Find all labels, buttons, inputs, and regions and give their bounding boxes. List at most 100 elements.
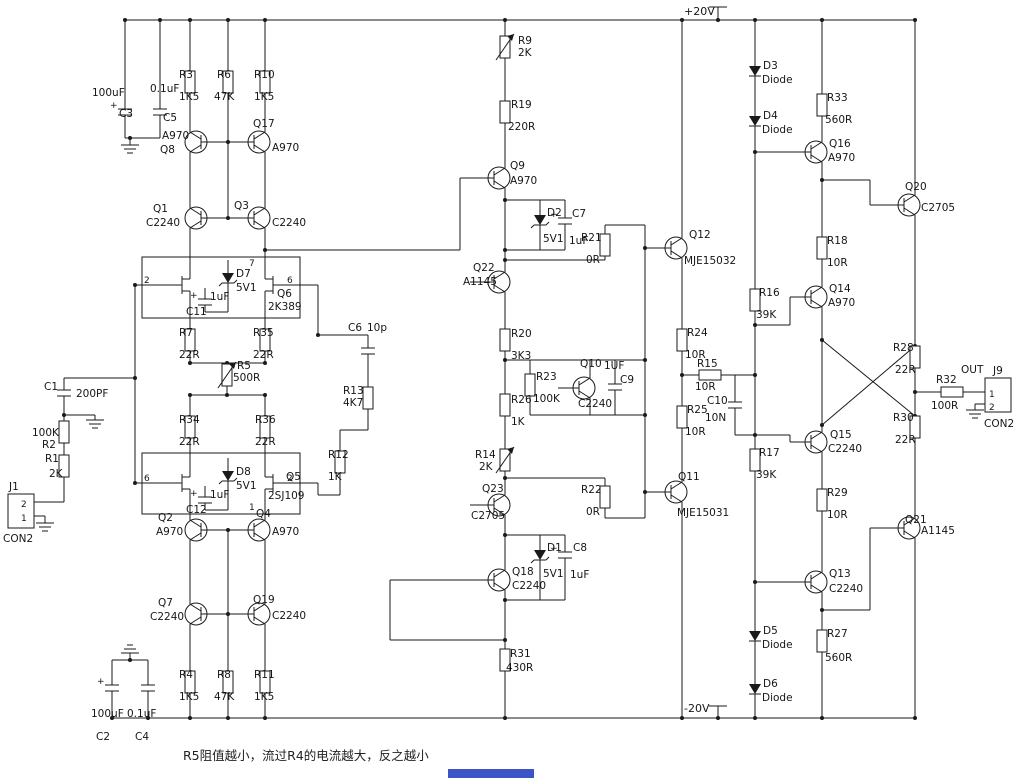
svg-text:R29: R29 xyxy=(827,487,848,499)
svg-text:Q22: Q22 xyxy=(473,262,495,274)
label-2: 2 xyxy=(287,474,293,484)
svg-text:J1: J1 xyxy=(8,481,19,493)
svg-text:100K: 100K xyxy=(32,427,60,439)
svg-text:Q11: Q11 xyxy=(678,471,700,483)
svg-text:C2240: C2240 xyxy=(828,443,862,455)
svg-text:C9: C9 xyxy=(620,374,634,386)
svg-text:C2240: C2240 xyxy=(829,583,863,595)
power-rail-+20V: +20V xyxy=(684,5,727,20)
svg-text:R20: R20 xyxy=(511,328,532,340)
svg-text:500R: 500R xyxy=(233,372,260,384)
svg-text:R31: R31 xyxy=(510,648,531,660)
svg-text:+: + xyxy=(190,291,198,301)
svg-text:3K3: 3K3 xyxy=(511,350,531,362)
svg-text:1uF: 1uF xyxy=(570,569,589,581)
svg-text:+20V: +20V xyxy=(684,5,715,18)
svg-text:Q6: Q6 xyxy=(277,288,292,300)
svg-text:560R: 560R xyxy=(825,114,852,126)
svg-text:1K5: 1K5 xyxy=(179,691,199,703)
svg-text:22R: 22R xyxy=(179,349,200,361)
resistor-R29: R29 10R xyxy=(816,487,848,521)
svg-text:1K: 1K xyxy=(511,416,526,428)
svg-text:Q7: Q7 xyxy=(158,597,173,609)
svg-text:R32: R32 xyxy=(936,374,957,386)
label-2: 2 xyxy=(144,276,150,286)
svg-text:R21: R21 xyxy=(581,232,602,244)
svg-text:2: 2 xyxy=(287,474,293,484)
svg-text:C2705: C2705 xyxy=(921,202,955,214)
svg-text:A1145: A1145 xyxy=(921,525,955,537)
capacitor-C5: C50.1uF xyxy=(150,83,179,124)
svg-text:D5: D5 xyxy=(763,625,778,637)
svg-text:Q12: Q12 xyxy=(689,229,711,241)
svg-text:Q21: Q21 xyxy=(905,514,927,526)
jfet-Q5-a xyxy=(168,465,191,501)
svg-text:R12: R12 xyxy=(328,449,349,461)
svg-text:Diode: Diode xyxy=(762,639,793,651)
svg-text:C2240: C2240 xyxy=(272,217,306,229)
svg-text:R4: R4 xyxy=(179,669,193,681)
svg-text:22R: 22R xyxy=(895,364,916,376)
svg-text:Q18: Q18 xyxy=(512,566,534,578)
svg-text:1K5: 1K5 xyxy=(179,91,199,103)
svg-text:C2240: C2240 xyxy=(512,580,546,592)
svg-text:MJE15032: MJE15032 xyxy=(684,255,736,267)
svg-text:+: + xyxy=(190,489,198,499)
ground-symbol xyxy=(36,522,54,532)
svg-text:C2240: C2240 xyxy=(578,398,612,410)
power-rail--20V: -20V xyxy=(684,702,727,718)
svg-text:2: 2 xyxy=(21,500,27,510)
svg-text:R19: R19 xyxy=(511,99,532,111)
jfet-Q6-b xyxy=(264,267,287,303)
svg-text:5V1: 5V1 xyxy=(543,568,564,580)
label-OUT: OUT xyxy=(961,364,984,376)
svg-text:R17: R17 xyxy=(759,447,780,459)
svg-text:R25: R25 xyxy=(687,404,708,416)
svg-text:A970: A970 xyxy=(156,526,183,538)
svg-text:430R: 430R xyxy=(506,662,533,674)
svg-text:5V1: 5V1 xyxy=(236,282,257,294)
svg-text:R24: R24 xyxy=(687,327,708,339)
svg-text:C2: C2 xyxy=(96,731,110,743)
svg-text:10R: 10R xyxy=(827,509,848,521)
svg-text:Diode: Diode xyxy=(762,692,793,704)
svg-text:Q23: Q23 xyxy=(482,483,504,495)
junction-dots xyxy=(62,18,917,720)
svg-text:R15: R15 xyxy=(697,358,718,370)
svg-text:D7: D7 xyxy=(236,268,251,280)
ground-symbol xyxy=(121,144,139,154)
label-6: 6 xyxy=(144,474,150,484)
svg-text:C7: C7 xyxy=(572,208,586,220)
svg-text:1: 1 xyxy=(21,514,27,524)
svg-text:R36: R36 xyxy=(255,414,276,426)
svg-text:5V1: 5V1 xyxy=(543,233,564,245)
svg-text:2: 2 xyxy=(989,403,995,413)
svg-text:100R: 100R xyxy=(931,400,958,412)
svg-text:C5: C5 xyxy=(163,112,177,124)
svg-text:Q17: Q17 xyxy=(253,118,275,130)
